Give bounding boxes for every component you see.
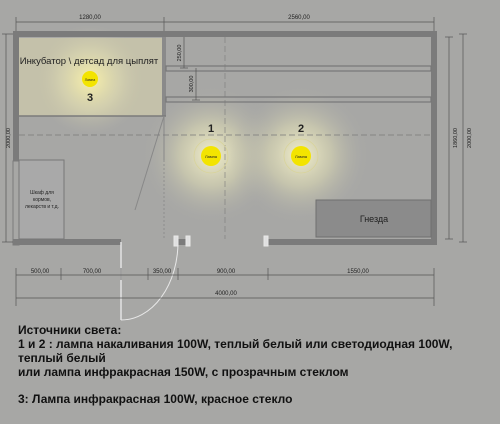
lamp-1 xyxy=(201,146,221,166)
dim-right-inner: 1860,00 xyxy=(453,128,459,148)
light-sources-legend: Источники света: 1 и 2 : лампа накаливан… xyxy=(18,323,493,406)
incubator-partition xyxy=(162,37,166,116)
lamp-2 xyxy=(291,146,311,166)
legend-line-1: 1 и 2 : лампа накаливания 100W, теплый б… xyxy=(18,337,453,365)
lamp-3-label: Лампа xyxy=(85,78,96,82)
dim-bottom-350: 350,00 xyxy=(153,269,172,275)
feed-cabinet-label-2: кормов, xyxy=(33,197,51,203)
perch-lower xyxy=(165,96,432,103)
perch-upper xyxy=(165,65,432,72)
lamp-1-outline xyxy=(193,138,229,174)
lamp-2-label: Лампа xyxy=(295,154,308,159)
feed-cabinet-label-1: Шкаф для xyxy=(30,190,54,196)
feed-cabinet-label-3: лекарств и т.д. xyxy=(25,204,59,210)
lamp-1-label: Лампа xyxy=(205,154,218,159)
dim-bottom-700: 700,00 xyxy=(83,269,102,275)
incubator-label: Инкубатор \ детсад для цыплят xyxy=(20,56,159,67)
dim-total-width: 4000,00 xyxy=(215,291,237,297)
dim-top-left: 1280,00 xyxy=(79,15,101,21)
dim-top-right: 2560,00 xyxy=(288,15,310,21)
dim-bottom-900: 900,00 xyxy=(217,269,236,275)
lamp-1-number: 1 xyxy=(208,123,214,135)
lamp-2-number: 2 xyxy=(298,123,304,135)
dim-right-outer: 2000,00 xyxy=(467,128,473,148)
nests xyxy=(315,199,432,238)
lamp-3 xyxy=(82,71,98,87)
legend-title: Источники света: xyxy=(18,323,122,337)
dim-v-300: 300,00 xyxy=(189,76,195,93)
feed-cabinet xyxy=(18,159,65,240)
door xyxy=(120,235,269,321)
legend-line-2: или лампа инфракрасная 150W, с прозрачны… xyxy=(18,365,349,379)
lamp-2-outline xyxy=(283,138,319,174)
nests-label: Гнезда xyxy=(360,214,388,224)
dim-bottom-1550: 1550,00 xyxy=(347,269,369,275)
dim-bottom-500: 500,00 xyxy=(31,269,50,275)
dim-left-height: 2000,00 xyxy=(6,128,12,148)
dim-v-250: 250,00 xyxy=(177,45,183,62)
lamp-3-number: 3 xyxy=(87,92,93,104)
dimension-lines xyxy=(2,17,467,306)
legend-line-3: 3: Лампа инфракрасная 100W, красное стек… xyxy=(18,392,293,406)
